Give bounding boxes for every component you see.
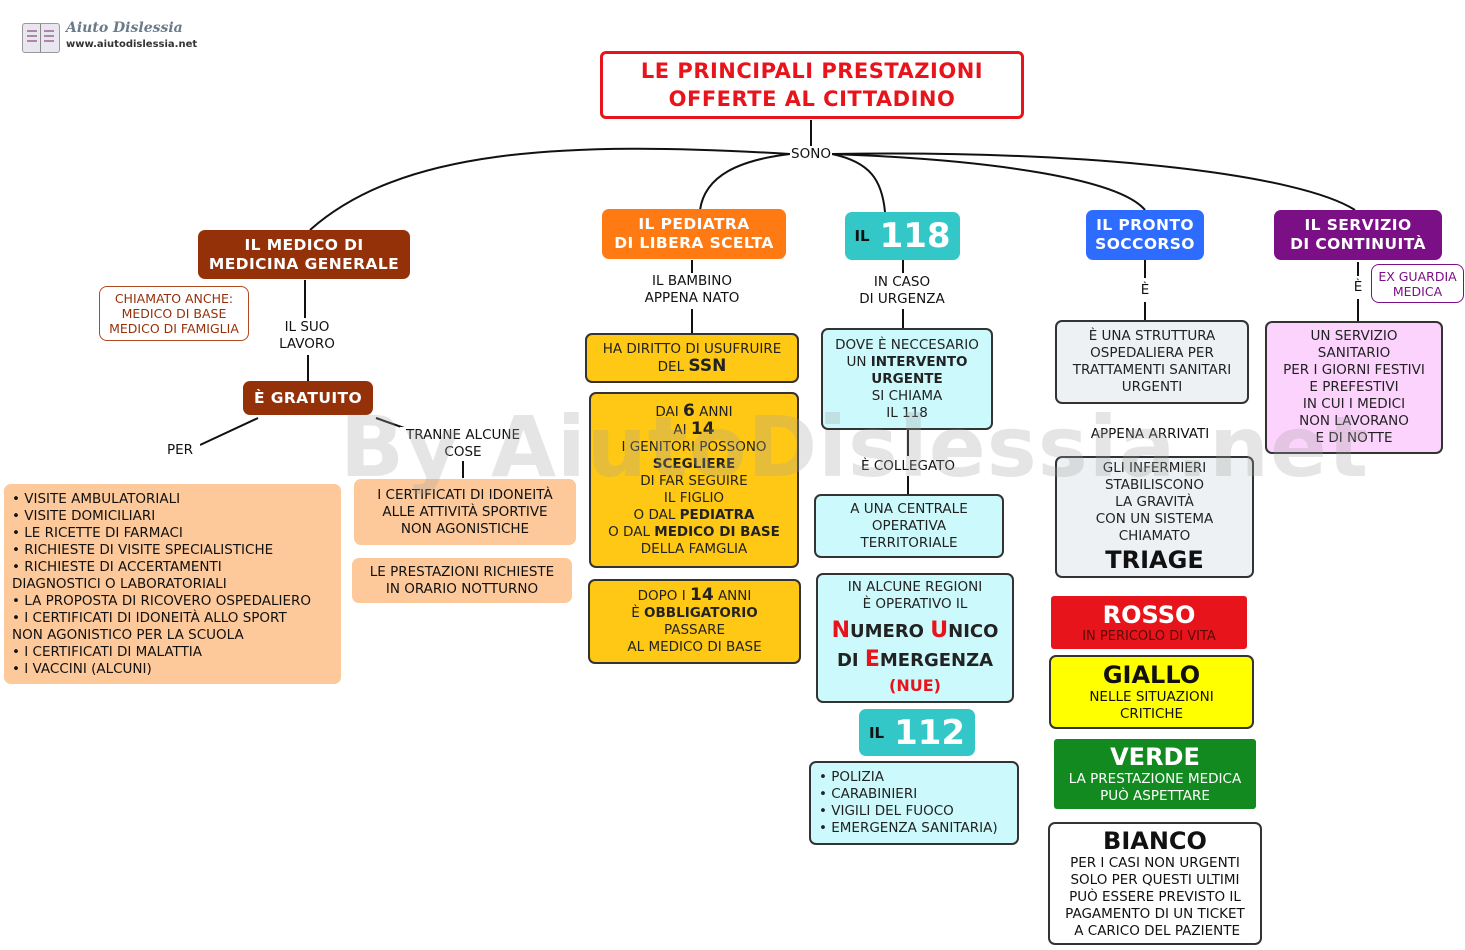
code-giallo: GIALLO NELLE SITUAZIONI CRITICHE (1049, 655, 1254, 729)
list-item: • EMERGENZA SANITARIA) (819, 820, 998, 836)
list-item: • CARABINIERI (819, 786, 918, 802)
list-item: DIAGNOSTICI O LABORATORIALI (12, 575, 227, 592)
logo-url: www.aiutodislessia.net (66, 39, 198, 50)
pediatra-14-box: DOPO I 14 ANNI È OBBLIGATORIO PASSARE AL… (588, 579, 801, 664)
list-item: • VISITE AMBULATORIALI (12, 490, 181, 507)
n118-centrale-box: A UNA CENTRALE OPERATIVA TERRITORIALE (814, 494, 1004, 558)
medico-header: IL MEDICO DI MEDICINA GENERALE (198, 230, 410, 279)
title-line-1: LE PRINCIPALI PRESTAZIONI (640, 59, 984, 83)
n112-header: IL 112 (859, 709, 975, 756)
list-item: • I CERTIFICATI DI MALATTIA (12, 643, 203, 660)
continuita-service-box: UN SERVIZIO SANITARIO PER I GIORNI FESTI… (1265, 321, 1443, 454)
link-il-suo-lavoro: IL SUO LAVORO (270, 319, 344, 353)
exception-certificates: I CERTIFICATI DI IDONEITÀ ALLE ATTIVITÀ … (354, 479, 576, 545)
logo: Aiuto Dislessia www.aiutodislessia.net (22, 20, 197, 56)
link-in-caso-di-urgenza: IN CASO DI URGENZA (852, 274, 952, 308)
watermark: By AiutoDislessia.net (340, 398, 1370, 496)
link-appena-arrivati: APPENA ARRIVATI (1080, 426, 1220, 443)
list-item: • RICHIESTE DI VISITE SPECIALISTICHE (12, 541, 274, 558)
n118-urgent-box: DOVE È NECCESARIO UN INTERVENTO URGENTE … (821, 328, 993, 430)
link-per: PER (160, 442, 200, 459)
list-item: • LE RICETTE DI FARMACI (12, 524, 183, 541)
continuita-alias-note: EX GUARDIA MEDICA (1371, 264, 1464, 303)
link-sono: SONO (790, 146, 832, 163)
book-icon (22, 23, 60, 53)
link-e-collegato: È COLLEGATO (850, 458, 966, 475)
list-item: • RICHIESTE DI ACCERTAMENTI (12, 558, 222, 575)
title-line-2: OFFERTE AL CITTADINO (668, 87, 956, 111)
pronto-soccorso-header: IL PRONTO SOCCORSO (1086, 210, 1204, 260)
continuita-header: IL SERVIZIO DI CONTINUITÀ (1274, 210, 1442, 260)
list-item: • I CERTIFICATI DI IDONEITÀ ALLO SPORT (12, 609, 287, 626)
link-e-continuita: È (1349, 279, 1367, 296)
gratuito-node: È GRATUITO (243, 381, 373, 415)
list-item: • VIGILI DEL FUOCO (819, 803, 954, 819)
logo-brand: Aiuto Dislessia (66, 20, 183, 36)
triage-box: GLI INFERMIERI STABILISCONO LA GRAVITÀ C… (1055, 456, 1254, 578)
map-title: LE PRINCIPALI PRESTAZIONI OFFERTE AL CIT… (600, 51, 1024, 119)
link-e-pronto: È (1135, 282, 1155, 299)
pediatra-header: IL PEDIATRA DI LIBERA SCELTA (602, 209, 786, 259)
n118-header: IL 118 (845, 212, 960, 260)
list-item: • POLIZIA (819, 769, 884, 785)
medico-services-list: • VISITE AMBULATORIALI • VISITE DOMICILI… (4, 484, 341, 684)
medico-alias-note: CHIAMATO ANCHE: MEDICO DI BASE MEDICO DI… (99, 286, 249, 341)
list-item: • VISITE DOMICILIARI (12, 507, 156, 524)
code-rosso: ROSSO IN PERICOLO DI VITA (1051, 596, 1247, 649)
list-item: NON AGONISTICO PER LA SCUOLA (12, 626, 244, 643)
pediatra-choice-box: DAI 6 ANNI AI 14 I GENITORI POSSONO SCEG… (589, 392, 799, 568)
code-bianco: BIANCO PER I CASI NON URGENTI SOLO PER Q… (1048, 822, 1262, 945)
pronto-struttura-box: È UNA STRUTTURA OSPEDALIERA PER TRATTAME… (1055, 320, 1249, 404)
link-tranne-alcune-cose: TRANNE ALCUNE COSE (400, 427, 526, 461)
pediatra-ssn-box: HA DIRITTO DI USUFRUIRE DEL SSN (585, 333, 799, 383)
exception-night-services: LE PRESTAZIONI RICHIESTE IN ORARIO NOTTU… (352, 558, 572, 603)
list-item: • LA PROPOSTA DI RICOVERO OSPEDALIERO (12, 592, 312, 609)
n112-services-list: • POLIZIA • CARABINIERI • VIGILI DEL FUO… (809, 761, 1019, 845)
list-item: • I VACCINI (ALCUNI) (12, 660, 152, 677)
link-bambino-appena-nato: IL BAMBINO APPENA NATO (636, 273, 748, 307)
code-verde: VERDE LA PRESTAZIONE MEDICA PUÒ ASPETTAR… (1054, 739, 1256, 809)
nue-box: IN ALCUNE REGIONI È OPERATIVO IL NUMERO … (816, 573, 1014, 703)
